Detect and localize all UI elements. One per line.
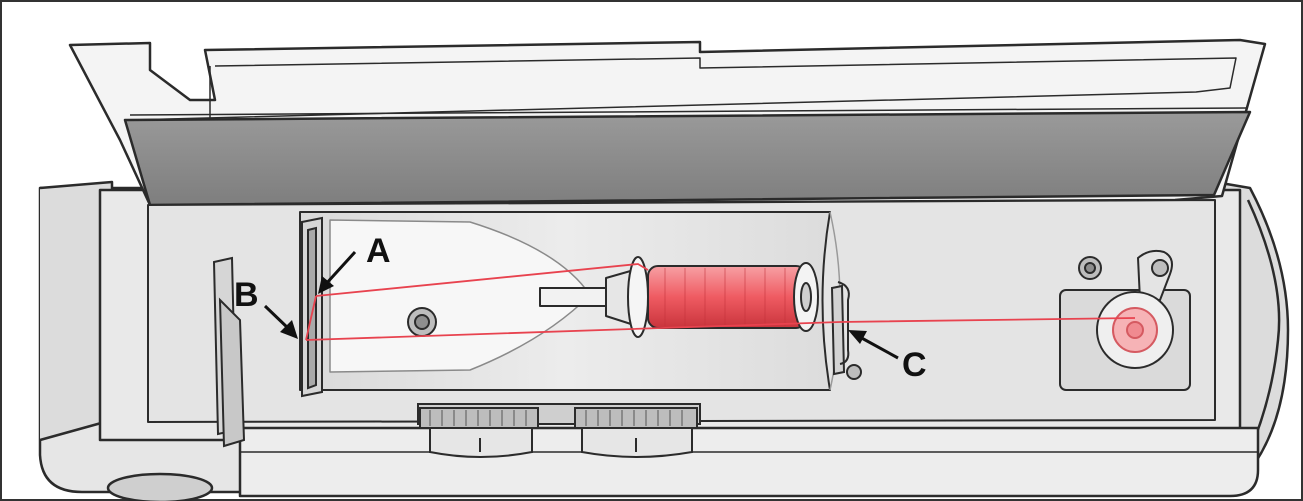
thread-path xyxy=(305,263,1136,341)
thread-bay xyxy=(147,199,1216,423)
callout-a: A xyxy=(318,232,391,294)
callout-a-label: A xyxy=(366,232,391,270)
callout-b-label: B xyxy=(234,276,259,314)
center-thread-guide xyxy=(830,281,862,380)
callout-c: C xyxy=(848,330,927,384)
thread-spool xyxy=(647,262,819,332)
callouts: A B C xyxy=(234,232,927,384)
bobbin-winder xyxy=(1059,249,1191,391)
thread-return-segment xyxy=(305,295,317,341)
callout-b: B xyxy=(234,276,298,339)
left-thread-guide xyxy=(212,216,323,448)
thread-lower-segment xyxy=(305,317,1136,341)
front-dials xyxy=(417,403,701,458)
spool-pin xyxy=(539,256,649,338)
thread-upper-segment xyxy=(315,263,649,297)
open-lid xyxy=(68,38,1267,207)
callout-c-label: C xyxy=(902,346,927,384)
